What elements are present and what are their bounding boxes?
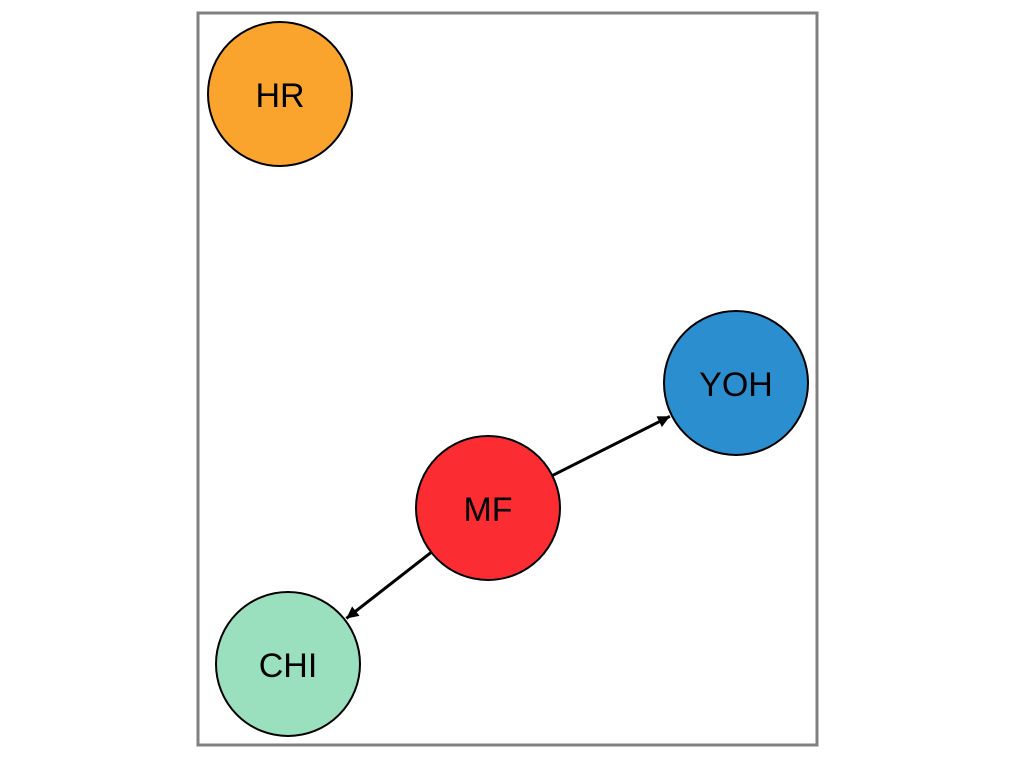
node-mf[interactable]: MF [415,435,561,581]
node-mf-circle [415,435,561,581]
node-chi-circle [215,591,361,737]
node-mf-label: MF [463,491,512,529]
node-yoh-label: YOH [699,366,773,404]
edge-mf-to-chi [345,551,433,620]
node-hr-circle [207,21,353,167]
node-chi-label: CHI [259,647,318,685]
diagram-frame [196,11,819,747]
node-hr-label: HR [255,77,304,115]
node-hr[interactable]: HR [207,21,353,167]
node-yoh-circle [663,310,809,456]
node-yoh[interactable]: YOH [663,310,809,456]
edges-layer [345,414,671,620]
edge-mf-to-yoh [551,414,671,477]
node-chi[interactable]: CHI [215,591,361,737]
